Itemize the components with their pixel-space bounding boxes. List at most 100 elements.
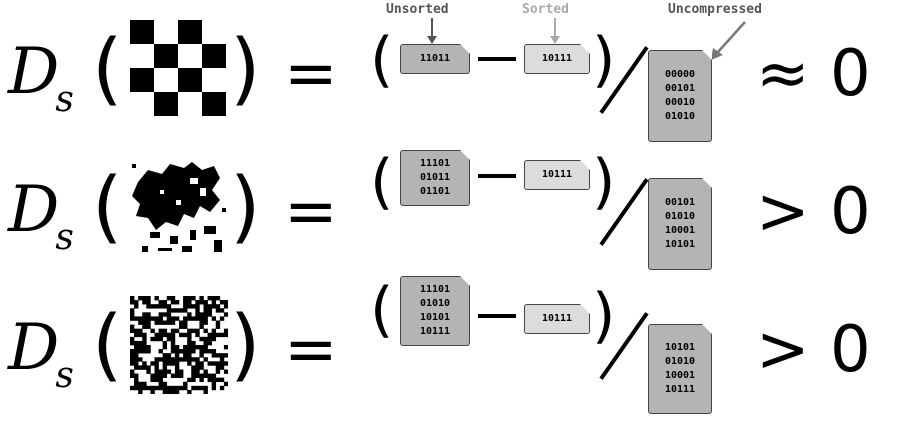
noise-pixel bbox=[191, 373, 196, 378]
close-paren: ) bbox=[230, 300, 261, 390]
noise-pixel bbox=[199, 353, 204, 358]
noise-pixel bbox=[170, 357, 176, 362]
noise-pixel bbox=[215, 365, 221, 370]
noise-pixel bbox=[130, 324, 135, 329]
noise-pixel bbox=[203, 349, 208, 354]
result-relation: ≈ 0 bbox=[756, 37, 871, 111]
noise-pixel bbox=[199, 316, 204, 321]
noise-pixel bbox=[162, 304, 168, 309]
noise-pixel bbox=[162, 385, 168, 391]
noise-pixel bbox=[142, 320, 147, 325]
noise-pixel bbox=[130, 300, 135, 305]
noise-pixel bbox=[223, 304, 228, 309]
row-noise: Ds ( ) = ( 11101 01010 10101 10111 10111… bbox=[0, 276, 897, 436]
noise-pixel bbox=[166, 312, 172, 317]
noise-pixel bbox=[215, 361, 221, 366]
noise-pixel bbox=[174, 389, 180, 394]
noise-pixel bbox=[211, 332, 217, 338]
complexity-operator: Ds bbox=[8, 311, 74, 396]
noise-pixel bbox=[187, 357, 192, 362]
noise-pixel bbox=[183, 349, 188, 354]
noise-pixel bbox=[223, 300, 228, 305]
noise-pixel bbox=[162, 345, 168, 350]
noise-pixel bbox=[195, 357, 200, 362]
noise-pixel bbox=[211, 361, 217, 366]
noise-pixel bbox=[170, 349, 176, 354]
noise-pixel bbox=[199, 361, 204, 366]
noise-pixel bbox=[158, 328, 163, 334]
noise-pixel bbox=[207, 308, 212, 313]
noise-pixel bbox=[219, 357, 225, 362]
noise-pixel bbox=[203, 389, 208, 394]
noise-pixel bbox=[162, 320, 168, 325]
noise-pixel bbox=[203, 304, 208, 309]
noise-pixel bbox=[146, 365, 151, 370]
noise-pixel bbox=[154, 361, 159, 366]
noise-pixel bbox=[174, 361, 180, 366]
noise-pixel bbox=[158, 349, 163, 354]
open-paren: ( bbox=[92, 24, 123, 114]
noise-pixel bbox=[142, 300, 147, 305]
noise-pixel bbox=[146, 349, 151, 354]
noise-pixel bbox=[183, 353, 188, 358]
noise-pixel bbox=[150, 361, 155, 366]
noise-pixel bbox=[203, 373, 208, 378]
noise-pixel bbox=[211, 373, 217, 378]
noise-pixel bbox=[183, 300, 188, 305]
noise-pixel bbox=[179, 385, 184, 391]
noise-pixel bbox=[211, 304, 217, 309]
noise-pixel bbox=[134, 300, 139, 305]
noise-pixel bbox=[150, 373, 155, 378]
noise-pixel bbox=[170, 328, 176, 334]
noise-pixel bbox=[170, 345, 176, 350]
noise-pixel bbox=[219, 308, 225, 313]
noise-pixel bbox=[203, 345, 208, 350]
noise-pixel bbox=[183, 324, 188, 329]
noise-pixel bbox=[183, 332, 188, 338]
noise-pixel bbox=[166, 385, 172, 391]
sorted-file-icon: 10111 bbox=[524, 160, 590, 190]
noise-pixel bbox=[211, 316, 217, 321]
noise-pixel bbox=[195, 361, 200, 366]
noise-pixel bbox=[174, 308, 180, 313]
noise-pixel bbox=[142, 296, 147, 301]
noise-pixel bbox=[223, 345, 228, 350]
noise-pixel bbox=[174, 365, 180, 370]
noise-pixel bbox=[179, 369, 184, 374]
noise-pixel bbox=[211, 377, 217, 383]
noise-pixel bbox=[203, 385, 208, 391]
noise-pixel bbox=[215, 377, 221, 383]
uncompressed-arrow-icon bbox=[717, 21, 746, 53]
complexity-operator: Ds bbox=[8, 173, 74, 258]
noise-pixel bbox=[154, 316, 159, 321]
noise-pixel bbox=[170, 340, 176, 346]
noise-pixel bbox=[199, 349, 204, 354]
noise-pixel bbox=[138, 385, 143, 391]
noise-pixel bbox=[174, 349, 180, 354]
result-relation: > 0 bbox=[756, 313, 871, 387]
noise-pixel bbox=[174, 328, 180, 334]
noise-pixel bbox=[130, 361, 135, 366]
noise-pixel bbox=[199, 377, 204, 383]
open-paren: ( bbox=[92, 162, 123, 252]
noise-pixel bbox=[191, 345, 196, 350]
noise-pixel bbox=[207, 336, 212, 342]
noise-pixel bbox=[162, 373, 168, 378]
noise-pixel bbox=[170, 385, 176, 391]
noise-pixel bbox=[134, 357, 139, 362]
noise-pixel bbox=[166, 304, 172, 309]
noise-pixel bbox=[199, 336, 204, 342]
noise-pixel bbox=[150, 389, 155, 394]
noise-pixel bbox=[174, 316, 180, 321]
inner-open-paren: ( bbox=[370, 25, 394, 95]
noise-pixel bbox=[223, 332, 228, 338]
noise-pixel bbox=[134, 328, 139, 334]
noise-pixel bbox=[158, 304, 163, 309]
noise-pixel bbox=[203, 308, 208, 313]
noise-pixel bbox=[150, 328, 155, 334]
noise-pixel bbox=[211, 349, 217, 354]
inner-close-paren: ) bbox=[592, 281, 616, 351]
noise-pixel bbox=[187, 312, 192, 317]
noise-pixel bbox=[174, 353, 180, 358]
noise-pixel bbox=[199, 385, 204, 391]
